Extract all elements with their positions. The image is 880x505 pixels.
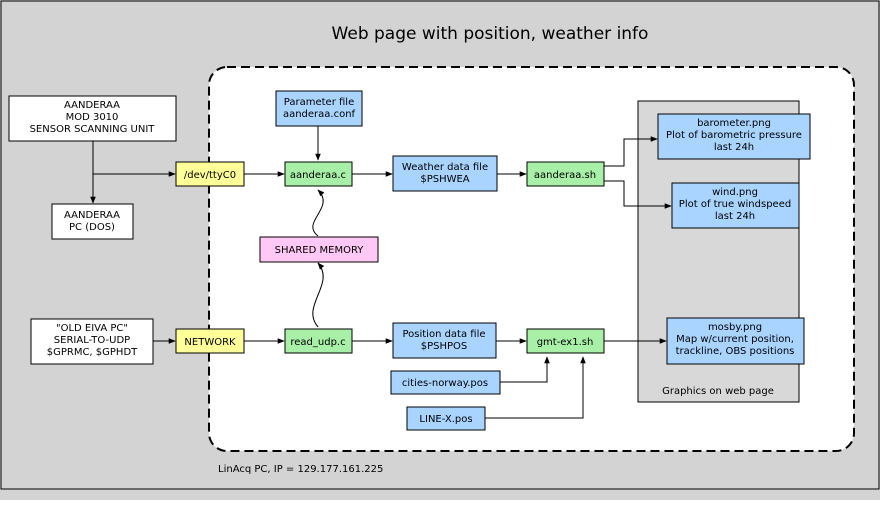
node-aanderaa-pc-line-1: AANDERAA xyxy=(64,210,120,221)
node-position-file: Position data file $PSHPOS xyxy=(392,322,497,359)
node-barometer-line-3: last 24h xyxy=(714,142,754,153)
node-ttyc0: /dev/ttyC0 xyxy=(175,161,245,187)
edge-read-udp-to-shm xyxy=(312,262,325,328)
node-ttyc0-label: /dev/ttyC0 xyxy=(184,170,236,181)
node-read-udp-label: read_udp.c xyxy=(290,337,345,348)
node-gmt-ex1: gmt-ex1.sh xyxy=(526,328,605,354)
node-barometer: barometer.png Plot of barometric pressur… xyxy=(657,113,811,160)
node-weather-file-line-1: Weather data file xyxy=(402,162,488,173)
node-param-file-line-2: aanderaa.conf xyxy=(283,109,356,120)
node-aanderaa-mod-line-1: AANDERAA xyxy=(64,100,120,111)
edge-aanderaa-sh-to-wind xyxy=(604,180,672,209)
node-mosby: mosby.png Map w/current position, trackl… xyxy=(666,317,805,365)
node-shared-memory: SHARED MEMORY xyxy=(259,236,379,263)
node-barometer-line-2: Plot of barometric pressure xyxy=(666,130,802,141)
edge-cities-to-gmt xyxy=(500,356,550,383)
node-old-eiva-line-1: "OLD EIVA PC" xyxy=(56,323,128,334)
node-param-file-line-1: Parameter file xyxy=(284,97,354,108)
edge-linex-to-gmt xyxy=(485,356,586,419)
node-read-udp: read_udp.c xyxy=(284,328,353,354)
node-cities-norway: cities-norway.pos xyxy=(390,370,501,395)
node-aanderaa-c: aanderaa.c xyxy=(284,161,353,187)
node-aanderaa-sh-label: aanderaa.sh xyxy=(534,170,596,181)
footer-caption: LinAcq PC, IP = 129.177.161.225 xyxy=(218,464,383,475)
node-wind: wind.png Plot of true windspeed last 24h xyxy=(671,182,800,229)
diagram-title: Web page with position, weather info xyxy=(332,24,649,44)
node-wind-line-1: wind.png xyxy=(712,187,758,198)
node-weather-file-line-2: $PSHWEA xyxy=(420,174,469,185)
edge-aanderaa-sh-to-barometer xyxy=(604,136,658,167)
node-cities-norway-label: cities-norway.pos xyxy=(402,378,488,389)
edge-shm-to-aanderaa-c xyxy=(312,189,325,237)
node-line-x: LINE-X.pos xyxy=(406,406,486,431)
node-position-file-line-2: $PSHPOS xyxy=(421,341,468,352)
node-mosby-line-1: mosby.png xyxy=(708,322,762,333)
node-gmt-ex1-label: gmt-ex1.sh xyxy=(537,337,594,348)
node-shared-memory-label: SHARED MEMORY xyxy=(275,245,365,256)
graphics-group-label: Graphics on web page xyxy=(662,386,774,397)
node-old-eiva-line-3: $GPRMC, $GPHDT xyxy=(47,347,138,358)
node-wind-line-2: Plot of true windspeed xyxy=(679,199,791,210)
node-barometer-line-1: barometer.png xyxy=(697,118,771,129)
node-aanderaa-sh: aanderaa.sh xyxy=(526,161,605,187)
node-mosby-line-2: Map w/current position, xyxy=(676,334,794,345)
node-position-file-line-1: Position data file xyxy=(402,329,485,340)
node-aanderaa-mod-line-3: SENSOR SCANNING UNIT xyxy=(30,124,156,135)
node-network: NETWORK xyxy=(175,328,245,354)
node-aanderaa-pc-line-2: PC (DOS) xyxy=(69,222,115,233)
node-param-file: Parameter file aanderaa.conf xyxy=(275,90,363,127)
node-old-eiva: "OLD EIVA PC" SERIAL-TO-UDP $GPRMC, $GPH… xyxy=(30,318,154,365)
node-weather-file: Weather data file $PSHWEA xyxy=(392,155,498,192)
node-wind-line-3: last 24h xyxy=(715,211,755,222)
node-aanderaa-pc: AANDERAA PC (DOS) xyxy=(51,203,134,240)
node-old-eiva-line-2: SERIAL-TO-UDP xyxy=(54,335,130,346)
edges xyxy=(90,126,672,419)
node-aanderaa-c-label: aanderaa.c xyxy=(290,170,346,181)
node-aanderaa-mod-line-2: MOD 3010 xyxy=(66,112,119,123)
node-mosby-line-3: trackline, OBS positions xyxy=(676,346,795,357)
node-line-x-label: LINE-X.pos xyxy=(419,414,472,425)
node-network-label: NETWORK xyxy=(184,337,236,348)
node-aanderaa-mod: AANDERAA MOD 3010 SENSOR SCANNING UNIT xyxy=(8,95,177,142)
